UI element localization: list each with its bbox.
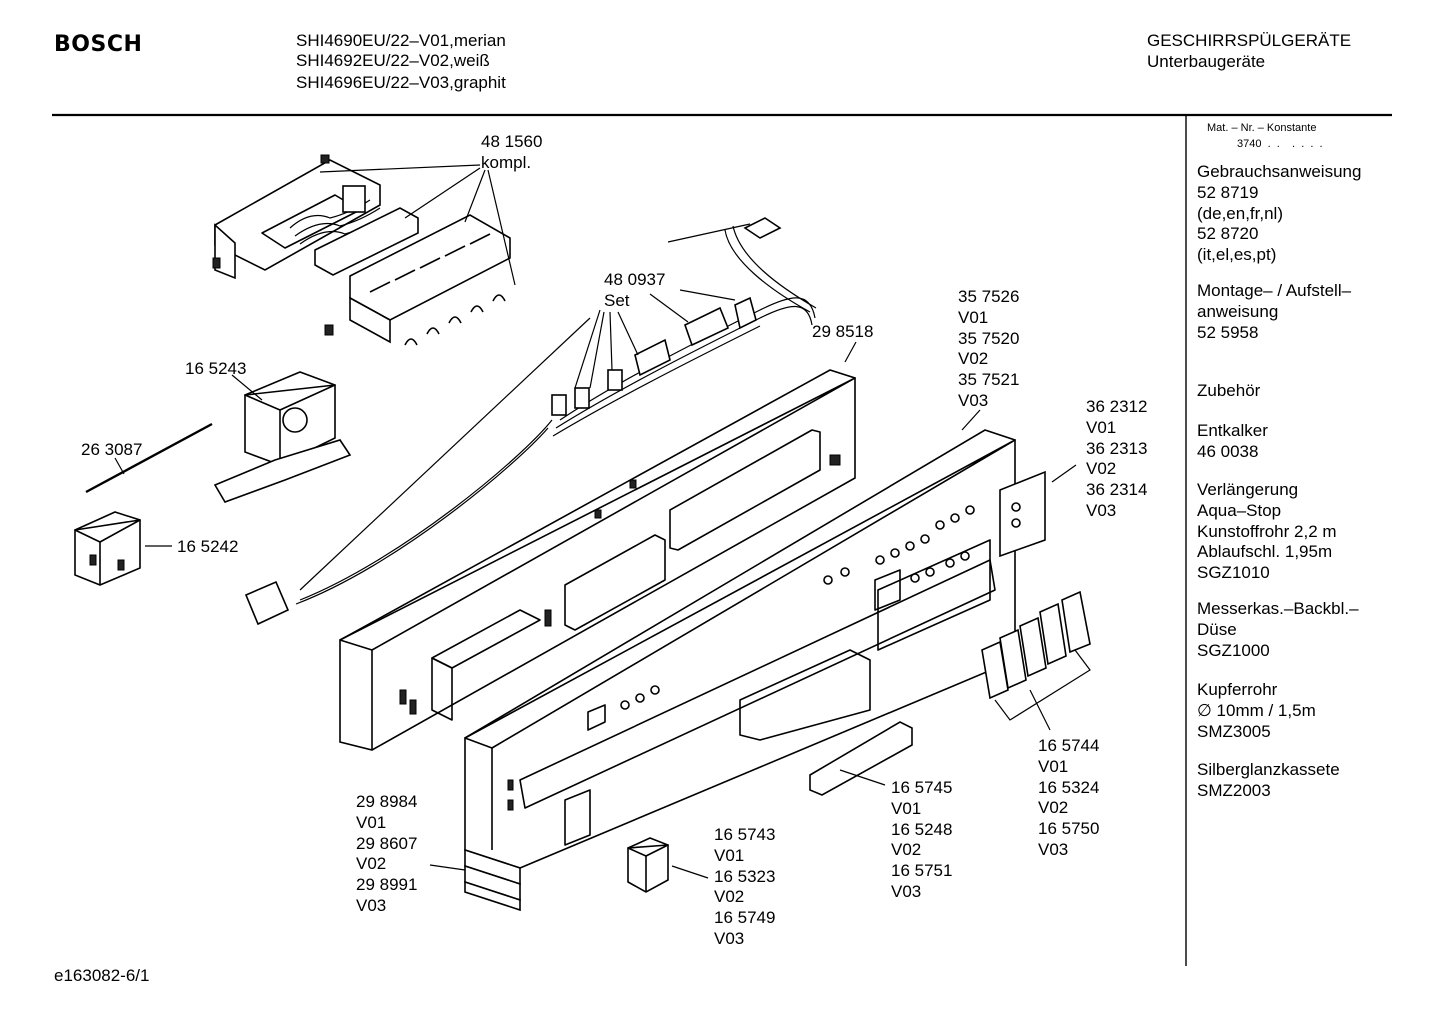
part-298518-inner-frame: [339, 341, 857, 751]
part-165743-cap: [627, 837, 709, 893]
subcategory-title: Unterbaugeräte: [1147, 52, 1266, 71]
part-362312-decor-panel: [999, 464, 1077, 558]
part-165242: [74, 511, 172, 586]
category-title: GESCHIRRSPÜLGERÄTE: [1147, 31, 1352, 50]
sidebar-entry-basket: Messerkas.–Backbl.– Düse SGZ1000: [1197, 599, 1359, 660]
label-357526: 35 7526 V01 35 7520 V02 35 7521 V03: [958, 287, 1020, 410]
label-481560: 48 1560 kompl.: [481, 132, 543, 172]
sidebar-entry-accessories: Zubehör: [1197, 381, 1261, 400]
mat-nr-label: Mat. – Nr. – Konstante: [1207, 122, 1317, 134]
label-480937: 48 0937 Set: [604, 270, 666, 310]
label-165243: 16 5243: [185, 359, 247, 378]
model-line-1: SHI4690EU/22–V01,merian: [296, 31, 506, 50]
part-357526-facia-panel: [429, 409, 1016, 912]
label-165745: 16 5745 V01 16 5248 V02 16 5751 V03: [891, 778, 953, 901]
sidebar-entry-manual: Gebrauchsanweisung 52 8719 (de,en,fr,nl)…: [1197, 162, 1362, 265]
sidebar-entry-copper-pipe: Kupferrohr ∅ 10mm / 1,5m SMZ3005: [1197, 680, 1316, 741]
model-line-3: SHI4696EU/22–V03,graphit: [296, 73, 506, 92]
brand-logo: BOSCH: [54, 32, 143, 57]
label-165743: 16 5743 V01 16 5323 V02 16 5749 V03: [714, 825, 776, 948]
label-298984: 29 8984 V01 29 8607 V02 29 8991 V03: [356, 792, 418, 915]
label-263087: 26 3087: [81, 440, 143, 459]
part-165745-strip: [809, 721, 913, 796]
sidebar-entry-descaler: Entkalker 46 0038: [1197, 421, 1268, 461]
label-362312: 36 2312 V01 36 2313 V02 36 2314 V03: [1086, 397, 1148, 520]
label-298518: 29 8518: [812, 322, 874, 341]
sidebar-entry-silver-cassette: Silberglanzkassete SMZ2003: [1197, 760, 1340, 800]
label-165242: 16 5242: [177, 537, 239, 556]
mat-nr-value: 3740 . . . . . .: [1237, 138, 1323, 150]
model-line-2: SHI4692EU/22–V02,weiß: [296, 51, 490, 70]
part-480937-cable-set: [244, 217, 817, 626]
part-165243: [213, 371, 352, 503]
part-263087-rod: [85, 422, 213, 494]
label-165744: 16 5744 V01 16 5324 V02 16 5750 V03: [1038, 736, 1100, 859]
part-481560-control-module: [212, 154, 516, 346]
sidebar-entry-extension: Verlängerung Aqua–Stop Kunstoffrohr 2,2 …: [1197, 480, 1337, 583]
part-165744-button-set: [981, 590, 1091, 731]
drawing-id: e163082-6/1: [54, 966, 150, 985]
sidebar-entry-installation: Montage– / Aufstell– anweisung 52 5958: [1197, 281, 1352, 342]
